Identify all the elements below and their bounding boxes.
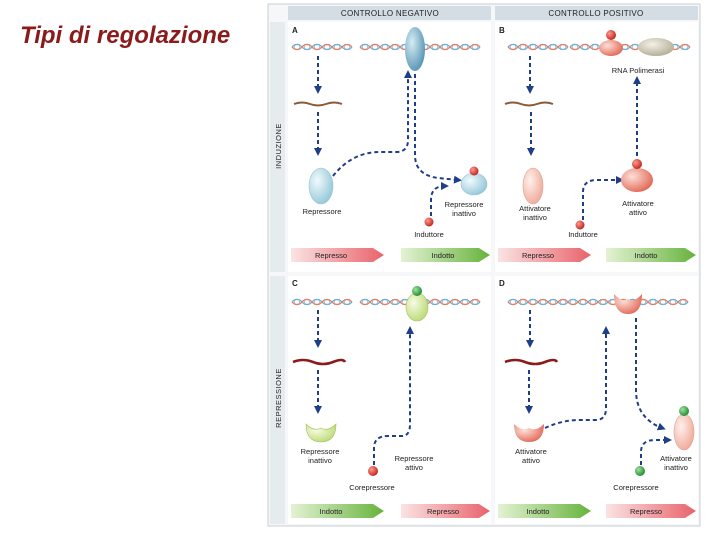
inducer-bound <box>469 166 479 176</box>
repressed-state-label: Represso <box>630 507 662 516</box>
panel-a: A Repressore Repressore inattivo Indutto… <box>291 26 490 262</box>
inducer-molecule <box>575 220 585 230</box>
header-negative: CONTROLLO NEGATIVO <box>341 9 439 18</box>
inactive-activator-label-1: Attivatore <box>660 454 692 463</box>
panel-b-bg <box>495 22 698 272</box>
inducer-label: Induttore <box>568 230 598 239</box>
active-activator-protein <box>514 424 544 442</box>
inactive-activator-label-2: inattivo <box>664 463 688 472</box>
active-repressor-label-1: Repressore <box>395 454 434 463</box>
repressor-binding-arrow <box>332 70 412 177</box>
induced-state-label: Indotto <box>635 251 658 260</box>
active-activator-on-dna <box>614 294 642 314</box>
induced-state-label: Indotto <box>527 507 550 516</box>
repressed-state-arrow <box>498 248 591 262</box>
repressor-protein <box>308 167 334 205</box>
rna-polymerase-label: RNA Polimerasi <box>612 66 665 75</box>
repressed-state-arrow <box>606 504 696 518</box>
repressed-state-arrow <box>401 504 490 518</box>
panel-d: D Attivatore attivo Attivatore inattivo … <box>498 279 696 518</box>
panel-c-letter: C <box>292 279 298 288</box>
corepressor-label: Corepressore <box>613 483 658 492</box>
side-label-repression: REPRESSIONE <box>274 368 283 428</box>
induced-state-arrow <box>498 504 591 518</box>
inducer-arrow <box>582 176 624 220</box>
side-repression-bg <box>270 276 285 524</box>
corepressor-molecule <box>368 466 378 476</box>
rna-polymerase <box>638 38 674 56</box>
active-repressor-on-dna <box>405 292 429 322</box>
repressed-state-arrow <box>291 248 384 262</box>
inactive-activator-label-1: Attivatore <box>519 204 551 213</box>
inactive-repressor-label-2: inattivo <box>452 209 476 218</box>
corepressor-bound <box>412 286 422 296</box>
corepressor-binding-arrow <box>373 326 414 465</box>
induced-state-arrow <box>606 248 696 262</box>
repressed-state-label: Represso <box>315 251 347 260</box>
inducer-arrow <box>430 182 449 216</box>
active-activator-label-2: attivo <box>522 456 540 465</box>
inactive-activator-label-2: inattivo <box>523 213 547 222</box>
inducer-label: Induttore <box>414 230 444 239</box>
panel-c: C Repressore inattivo Corepressore Repre… <box>291 279 490 518</box>
active-activator-complex <box>621 168 653 192</box>
panel-a-bg <box>288 22 491 272</box>
panel-d-bg <box>495 276 698 524</box>
induced-state-label: Indotto <box>320 507 343 516</box>
inactive-activator-protein <box>522 167 544 205</box>
corepressor-bound <box>679 406 689 416</box>
activator-on-dna <box>599 40 623 56</box>
active-repressor-label-2: attivo <box>405 463 423 472</box>
repressed-state-label: Represso <box>427 507 459 516</box>
inactive-repressor-complex <box>460 172 488 196</box>
inducer-molecule <box>424 217 434 227</box>
repressor-protein-on-dna <box>405 27 425 71</box>
header-negative-bg <box>288 6 491 20</box>
induced-state-label: Indotto <box>432 251 455 260</box>
panel-b-letter: B <box>499 26 505 35</box>
corepressor-arrow <box>640 436 672 465</box>
activator-release-arrow <box>635 318 666 431</box>
induced-state-arrow <box>401 248 490 262</box>
inactive-repressor-protein <box>305 423 337 443</box>
inactive-repressor-label-1: Repressore <box>301 447 340 456</box>
slide-title: Tipi di regolazione <box>20 22 231 49</box>
side-induction-bg <box>270 22 285 272</box>
active-activator-label-1: Attivatore <box>622 199 654 208</box>
panel-d-letter: D <box>499 279 505 288</box>
inactive-repressor-label-2: inattivo <box>308 456 332 465</box>
inactive-activator-complex <box>673 413 695 451</box>
repressed-state-label: Represso <box>522 251 554 260</box>
side-label-induction: INDUZIONE <box>274 123 283 169</box>
panel-a-letter: A <box>292 26 298 35</box>
header-positive: CONTROLLO POSITIVO <box>548 9 643 18</box>
inducer-bound <box>632 159 642 169</box>
induced-state-arrow <box>291 504 384 518</box>
inactive-repressor-label-1: Repressore <box>445 200 484 209</box>
activator-binding-arrow <box>544 326 610 429</box>
header-positive-bg <box>495 6 698 20</box>
panel-c-bg <box>288 276 491 524</box>
panel-b: B RNA Polimerasi Attivatore inattivo Ind… <box>498 26 696 262</box>
active-activator-label-2: attivo <box>629 208 647 217</box>
corepressor-label: Corepressore <box>349 483 394 492</box>
repressor-label: Repressore <box>303 207 342 216</box>
active-activator-label-1: Attivatore <box>515 447 547 456</box>
repressor-release-arrow <box>414 74 462 184</box>
corepressor-molecule <box>635 466 645 476</box>
inducer-bound <box>606 30 616 40</box>
